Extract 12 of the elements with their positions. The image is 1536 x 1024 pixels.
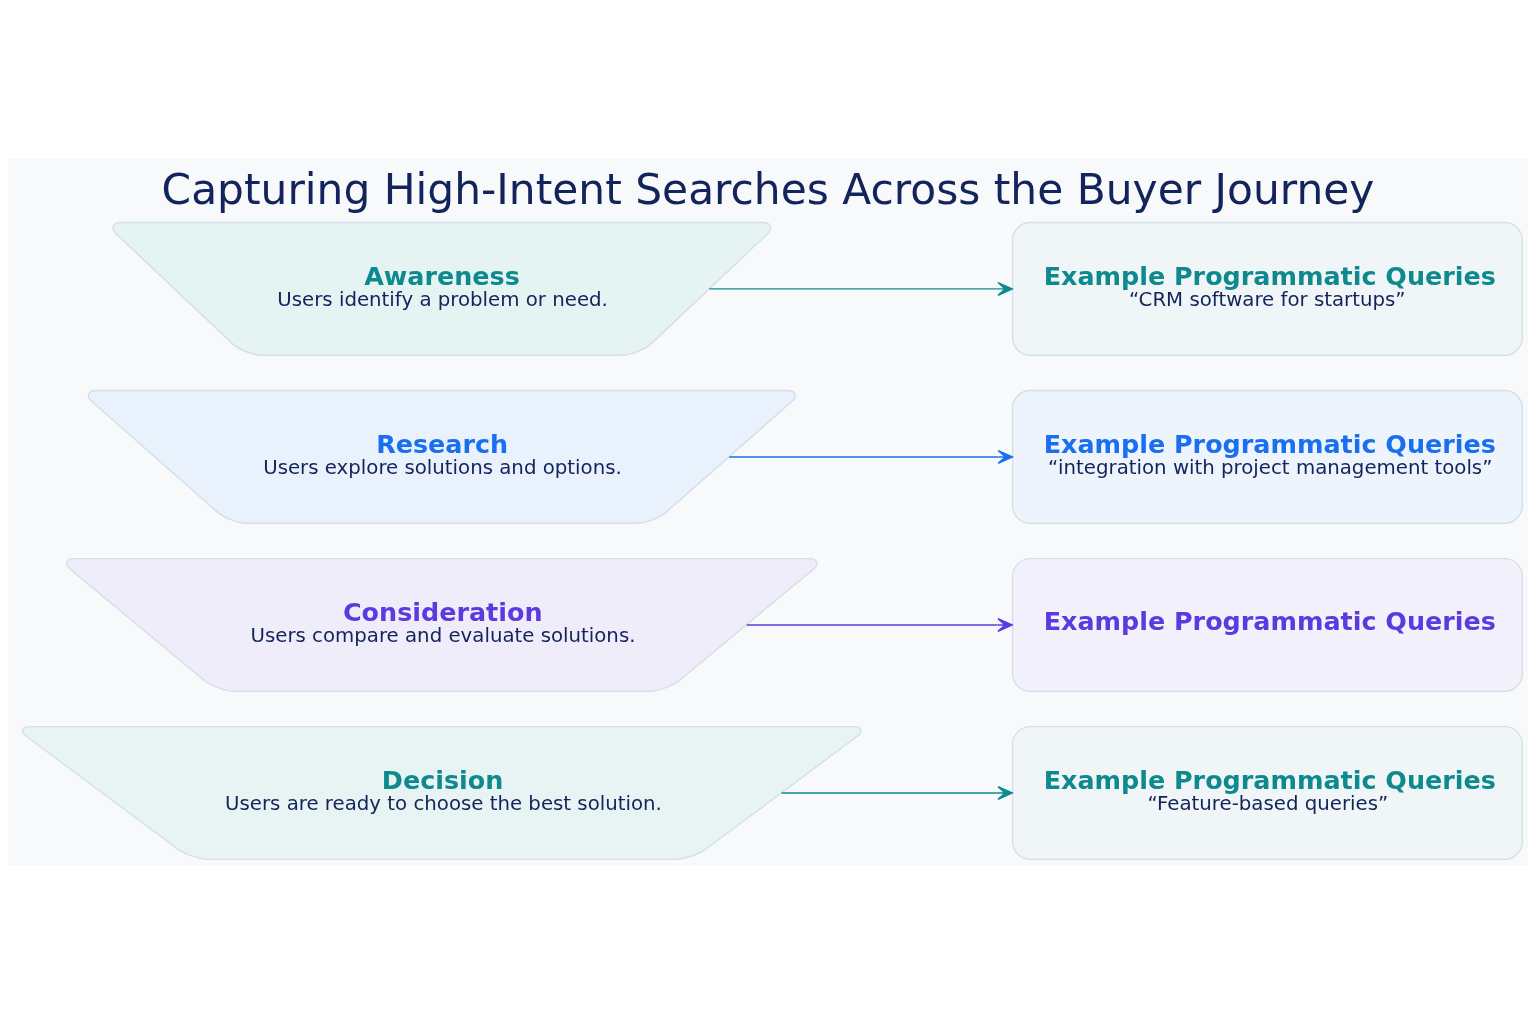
- node-box: Example Programmatic Queries “CRM software for startups”: [1011, 221, 1524, 356]
- node-box: Example Programmatic Queries: [1011, 557, 1524, 693]
- diagram-title: Capturing High-Intent Searches Across the Buyer Journey: [161, 165, 1375, 215]
- node-ellipse: Decision Users are ready to choose the best solution.: [22, 725, 862, 861]
- node-box: Example Programmatic Queries “Feature-based queries”: [1011, 725, 1524, 861]
- node-ellipse: Consideration Users compare and evaluate solutions.: [65, 557, 818, 693]
- node-ellipse: Research Users explore solutions and options.: [87, 389, 796, 524]
- node-box: Example Programmatic Queries “integration with project management tools”: [1011, 389, 1524, 524]
- arrow: [708, 281, 1013, 296]
- arrow: [728, 449, 1014, 464]
- arrow: [746, 617, 1013, 632]
- arrow: [780, 785, 1013, 801]
